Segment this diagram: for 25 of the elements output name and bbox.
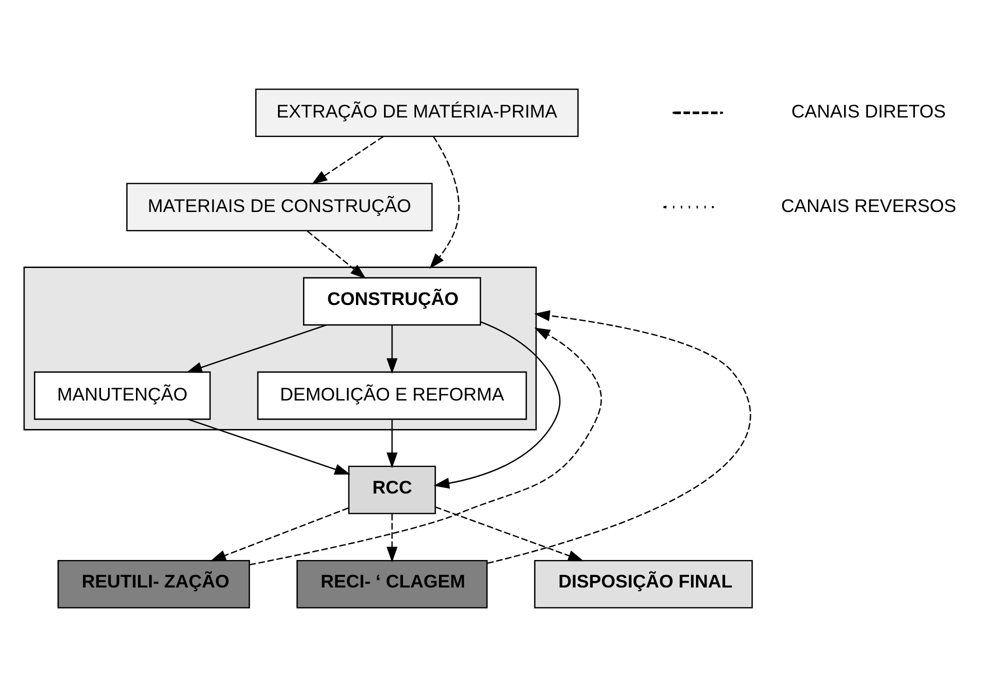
node-box: MANUTENÇÃO [34,371,211,420]
node-box: MATERIAIS DE CONSTRUÇÃO [126,182,433,232]
legend-label: CANAIS REVERSOS [781,194,956,216]
node-box: DISPOSIÇÃO FINAL [534,560,753,608]
arrow [188,418,350,475]
node-box: EXTRAÇÃO DE MATÉRIA-PRIMA [255,88,579,138]
arrow [386,420,398,468]
arrow [210,507,349,562]
node-box: RECI- ‘ CLAGEM [296,560,488,608]
arrow [312,136,384,184]
cluster [23,266,537,430]
node-box: RCC [348,466,436,514]
arrow [434,321,561,489]
arrow [435,506,584,562]
arrow [386,514,398,562]
arrow [186,324,327,373]
arrow [487,310,751,564]
arrow [249,328,602,566]
node-box: DEMOLIÇÃO E REFORMA [257,371,527,420]
node-box: REUTILI- ZAÇÃO [58,560,250,608]
legend-label: CANAIS DIRETOS [791,100,946,122]
node-box: CONSTRUÇÃO [303,277,482,326]
arrow [386,325,398,374]
arrow [429,136,460,269]
arrow [306,230,366,279]
